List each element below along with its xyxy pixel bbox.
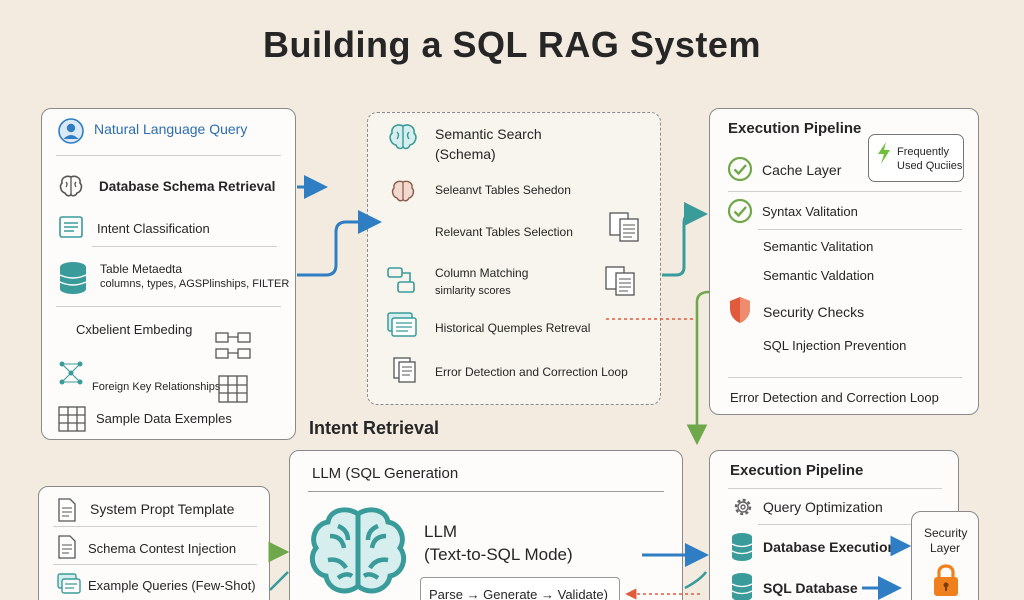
table-grid-icon (218, 375, 248, 403)
cache-layer-label: Cache Layer (762, 162, 842, 178)
security-checks-label: Security Checks (763, 304, 865, 320)
error-doc-icon (393, 357, 416, 383)
history-list-icon (387, 312, 417, 337)
execution-pipeline-title-bottom: Execution Pipeline (730, 462, 864, 479)
intent-retrieval-label: Intent Retrieval (309, 418, 440, 438)
divider (728, 377, 962, 378)
semantic-validation-label-2: Semantic Valdation (763, 268, 875, 283)
prompt-template-panel: System Propt Template Schema Contest Inj… (38, 486, 270, 600)
error-loop-label: Error Detection and Correction Loop (730, 390, 939, 405)
divider (758, 229, 962, 230)
check-circle-icon (727, 198, 753, 224)
semantic-search-panel: Semantic Search (Schema) Seleanvt Tables… (367, 112, 661, 405)
divider (728, 488, 942, 489)
database-icon (731, 533, 753, 561)
check-circle-icon (727, 156, 753, 182)
schema-retrieval-label: Database Schema Retrieval (99, 179, 276, 194)
text-to-sql-mode-label: (Text-to-SQL Mode) (424, 545, 573, 564)
example-list-icon (57, 573, 81, 594)
lightning-icon (878, 142, 890, 164)
arrow-examples-to-llm (269, 571, 289, 591)
brain-icon (389, 124, 417, 150)
sample-table-icon (58, 406, 86, 432)
left-schema-panel: Natural Language Query Database Schema R… (41, 108, 296, 440)
frequent-queries-badge: Frequently Used Quciies (868, 134, 964, 182)
relevant-tables-label: Relevant Tables Selection (435, 225, 573, 239)
example-queries-label: Example Queries (Few-Shot) (88, 578, 256, 593)
shield-icon (730, 297, 750, 323)
pipeline-steps-label: Parse → Generate → Validate) (429, 587, 608, 600)
database-icon (59, 262, 87, 294)
system-prompt-label: System Propt Template (90, 501, 235, 517)
divider (758, 524, 942, 525)
divider (92, 246, 277, 247)
lock-icon (934, 564, 958, 596)
table-metadata-detail: columns, types, AGSPlinships, FILTER (100, 278, 290, 290)
divider (728, 191, 962, 192)
document-icon (58, 498, 76, 522)
schema-context-label: Schema Contest Injection (88, 541, 237, 556)
divider (56, 155, 281, 156)
semantic-search-label: Semantic Search (435, 126, 542, 142)
document-list-icon (59, 216, 83, 238)
sql-database-label: SQL Database (763, 580, 858, 596)
table-metadata-label: Table Metaedta (100, 262, 183, 276)
network-icon (59, 361, 83, 385)
natural-language-query-label: Natural Language Query (94, 121, 248, 137)
pipeline-steps-box: Parse → Generate → Validate) (420, 577, 620, 600)
llm-label: LLM (424, 522, 458, 541)
documents-icon (605, 266, 635, 296)
arrow-security-down (686, 290, 710, 446)
embedding-label: Cxbelient Embeding (76, 322, 193, 337)
arrow-search-to-execution (662, 202, 708, 277)
user-icon (58, 118, 84, 144)
llm-brain-icon (309, 507, 407, 594)
syntax-validation-label: Syntax Valitation (762, 204, 858, 219)
arrow-metadata-to-relevant (297, 210, 382, 277)
divider (308, 491, 664, 492)
used-queries-label: Used Quciies (897, 160, 963, 172)
historical-examples-label: Historical Quemples Retreval (435, 321, 591, 335)
grid-blocks-icon (215, 332, 251, 359)
security-label: Security (924, 526, 968, 540)
error-detection-label: Error Detection and Correction Loop (435, 365, 628, 379)
page-title: Building a SQL RAG System (263, 24, 761, 65)
documents-icon (609, 212, 639, 242)
execution-pipeline-top-panel: Execution Pipeline Cache Layer Frequentl… (709, 108, 979, 415)
divider (53, 526, 257, 527)
frequent-label: Frequently (897, 146, 949, 158)
divider (53, 564, 257, 565)
flow-icon (387, 267, 415, 293)
semantic-validation-label: Semantic Valitation (763, 239, 874, 254)
query-optimization-label: Query Optimization (763, 499, 883, 515)
selected-tables-label: Seleanvt Tables Sehedon (435, 183, 571, 197)
foreign-keys-label: Foreign Key Relationships (92, 381, 221, 393)
semantic-search-sub: (Schema) (435, 146, 496, 162)
gear-icon (734, 498, 752, 516)
security-layer-card: Security Layer (911, 511, 979, 600)
similarity-scores-label: simlarity scores (435, 285, 511, 297)
llm-generation-panel: LLM (SQL Generation LLM (Text-to-SQL Mod… (289, 450, 683, 600)
llm-panel-title: LLM (SQL Generation (312, 465, 459, 482)
execution-pipeline-title: Execution Pipeline (728, 120, 862, 137)
intent-classification-label: Intent Classification (97, 221, 210, 236)
sample-data-label: Sample Data Exemples (96, 411, 232, 426)
database-icon (731, 573, 753, 600)
arrow-llm-to-optimization (684, 571, 708, 590)
document-icon (58, 535, 76, 559)
database-execution-label: Database Execution (763, 539, 897, 555)
divider (56, 306, 281, 307)
sql-injection-label: SQL Injection Prevention (763, 338, 907, 353)
brain-small-icon (391, 180, 415, 202)
layer-label: Layer (930, 541, 961, 555)
column-matching-label: Column Matching (435, 266, 529, 280)
brain-icon (59, 175, 83, 197)
